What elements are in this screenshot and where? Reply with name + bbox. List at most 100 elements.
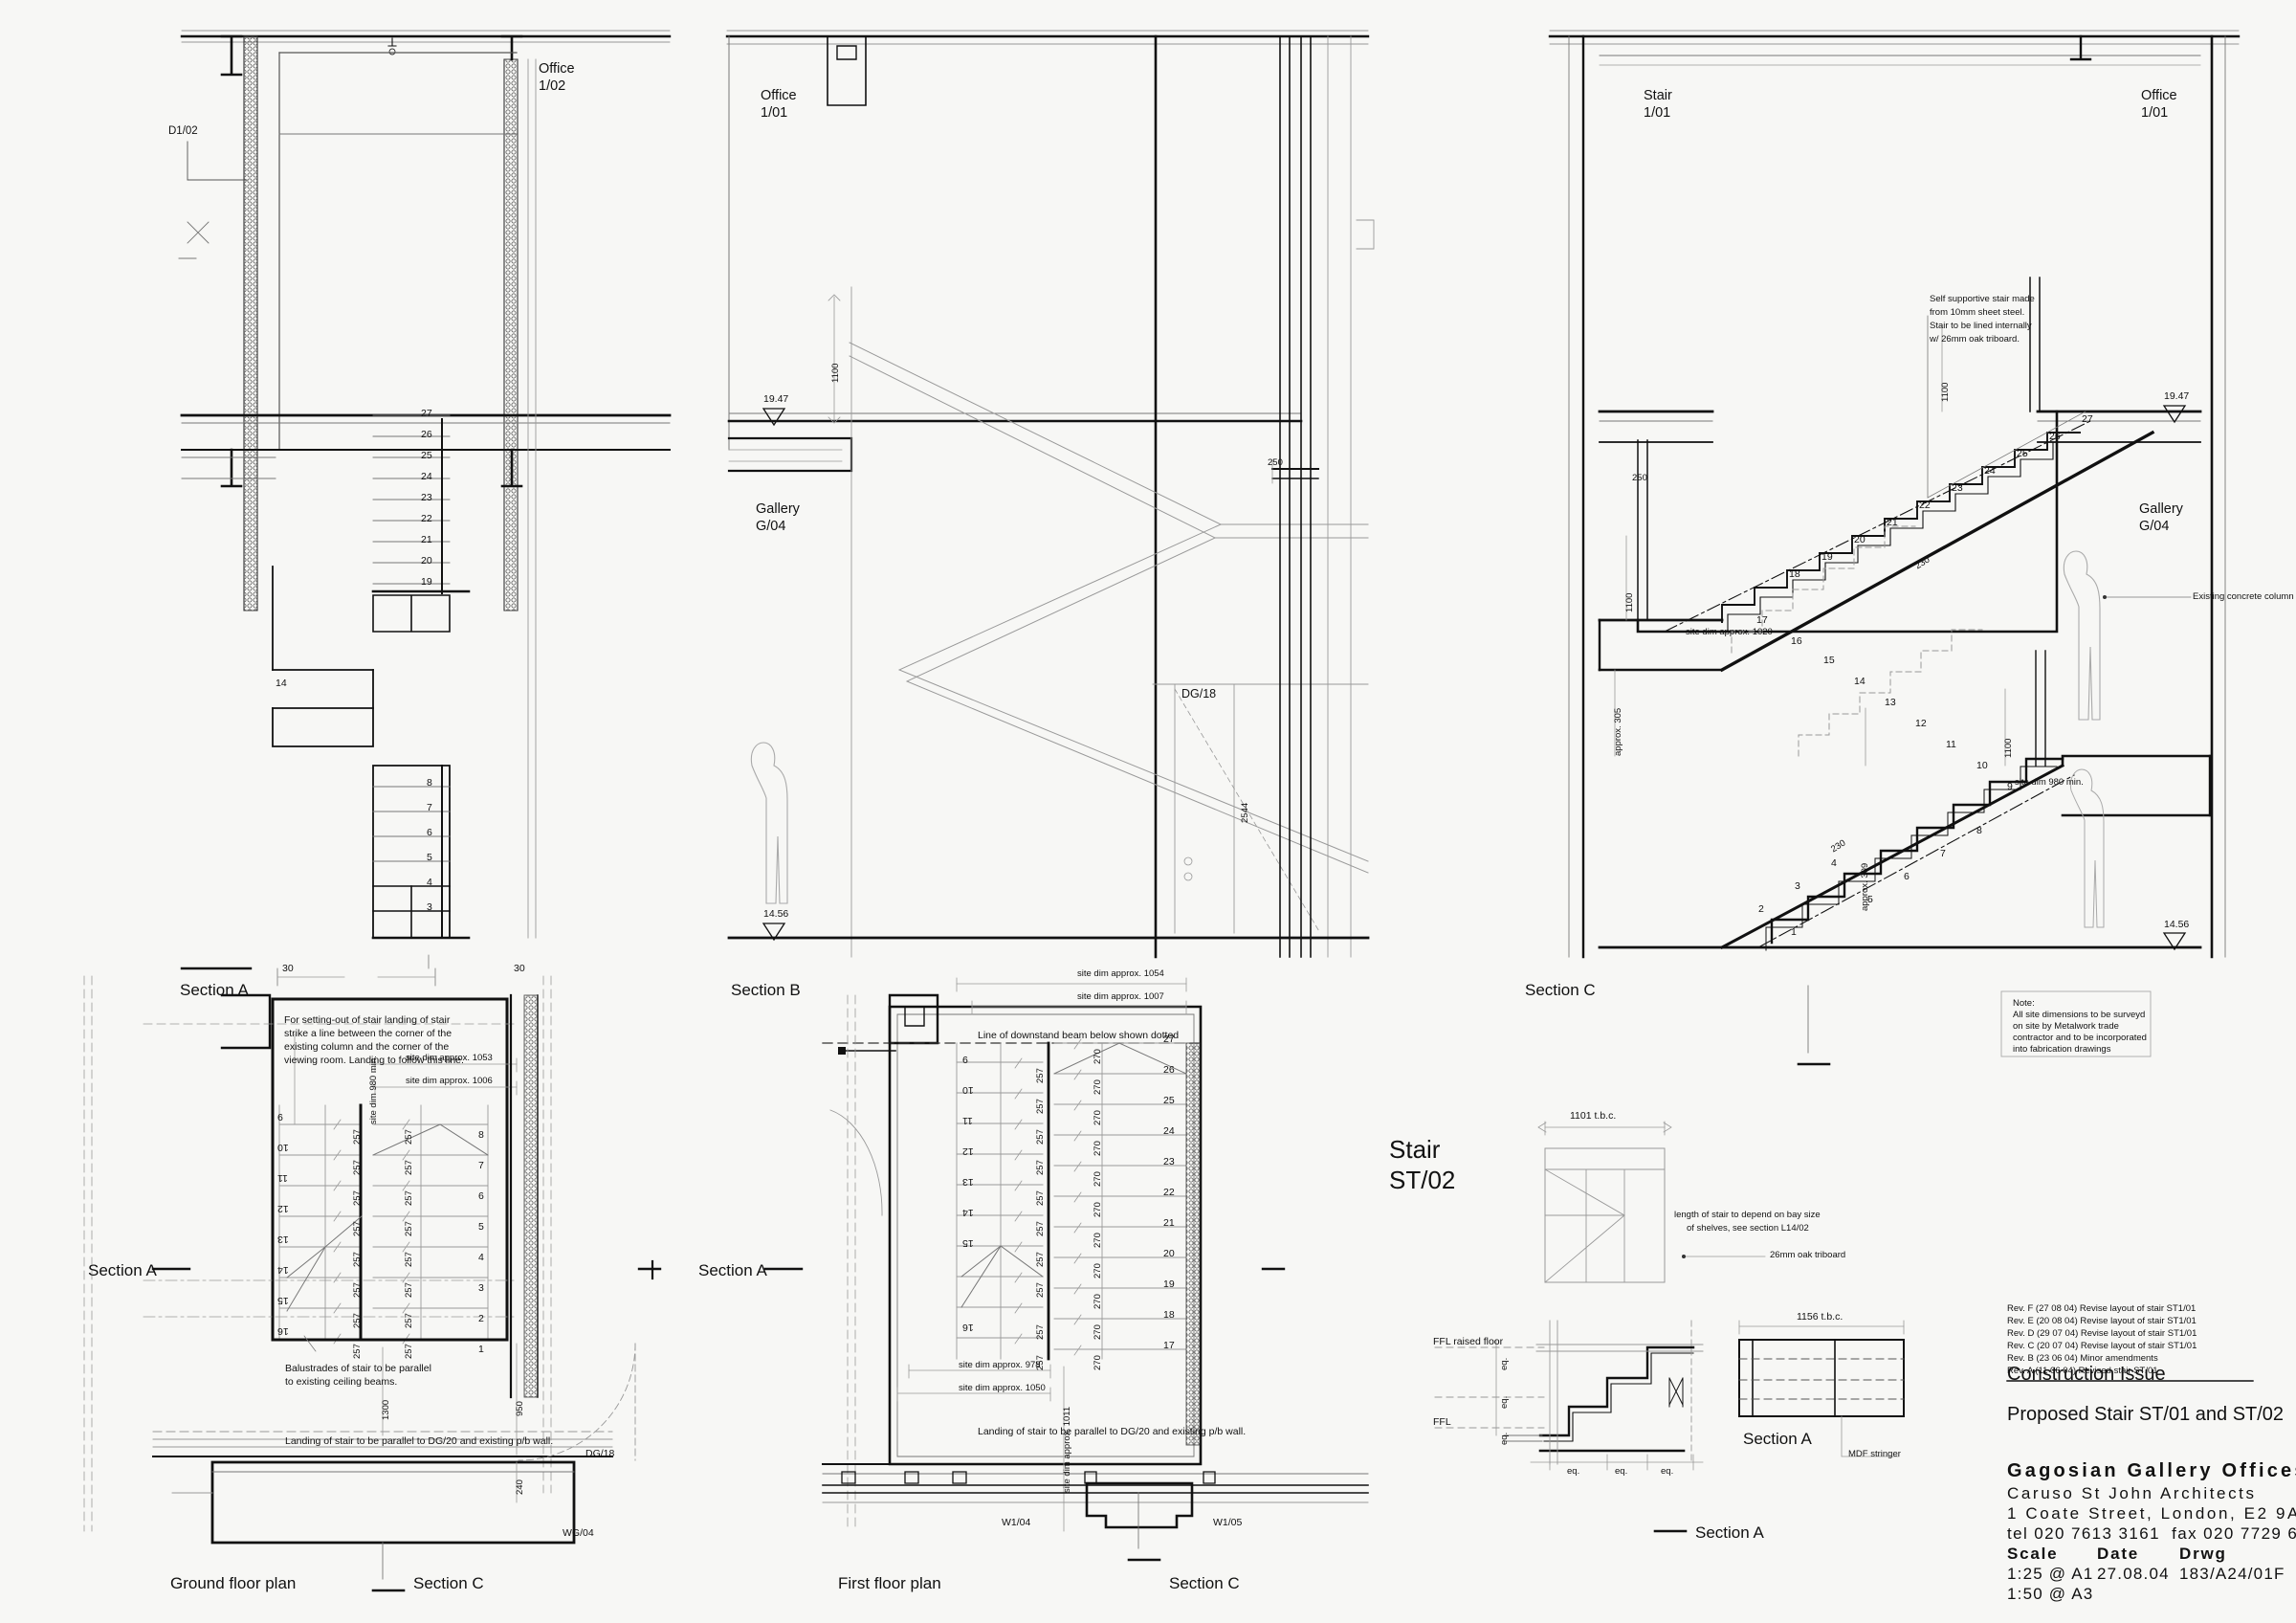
dim-tread-270: 270 (1093, 1233, 1103, 1248)
dim-1100-c-mid: 1100 (1624, 592, 1635, 612)
tread-number: 18 (1163, 1309, 1175, 1321)
dim-tread-257: 257 (1035, 1221, 1046, 1236)
tread-number: 13 (962, 1175, 974, 1188)
riser-number: 7 (427, 802, 432, 813)
dim-eq-vertical: eq. (1499, 1432, 1510, 1445)
dim-site-978-ff: site dim approx. 978 (959, 1360, 1041, 1370)
dim-eq-vertical: eq. (1499, 1357, 1510, 1370)
note-setting-out-line3: existing column and the corner of the (284, 1041, 450, 1053)
tread-number: 10 (277, 1141, 289, 1153)
dim-tread-257: 257 (352, 1344, 363, 1359)
dim-tread-257: 257 (1035, 1282, 1046, 1298)
project-name: Gagosian Gallery Offices (2007, 1460, 2296, 1481)
riser-number: 27 (421, 408, 432, 419)
tread-number: 20 (1163, 1248, 1175, 1259)
label-ground-floor-plan: Ground floor plan (170, 1574, 297, 1592)
note-stair-construction-line3: Stair to be lined internally (1930, 321, 2032, 331)
riser-number: 2 (1758, 903, 1764, 915)
revision-item: Rev. D (29 07 04) Revise layout of stair… (2007, 1328, 2197, 1339)
practice-name: Caruso St John Architects (2007, 1484, 2257, 1502)
riser-number: 19 (421, 576, 432, 588)
dim-tread-257: 257 (1035, 1068, 1046, 1083)
room-label-office-1-01-b-line1: Office (761, 88, 797, 103)
dim-tread-270: 270 (1093, 1294, 1103, 1309)
tread-number: 12 (962, 1145, 974, 1157)
dim-1100-c-upper: 1100 (1940, 382, 1951, 402)
drwg-value: 183/A24/01F (2179, 1565, 2285, 1583)
dim-tread-257: 257 (404, 1190, 414, 1206)
riser-number: 4 (427, 877, 432, 888)
dim-1300-gf: 1300 (381, 1399, 391, 1420)
general-note-line3: on site by Metalwork trade (2013, 1021, 2119, 1032)
dim-tread-257: 257 (404, 1129, 414, 1145)
riser-number: 25 (421, 450, 432, 461)
room-label-office-1-01-c-line2: 1/01 (2141, 105, 2169, 121)
dim-offset-30-left: 30 (282, 963, 294, 974)
room-label-gallery-g-04-b-line2: G/04 (756, 519, 786, 534)
note-stair-construction-line4: w/ 26mm oak triboard. (1930, 334, 2020, 345)
tread-number: 12 (277, 1202, 289, 1214)
tread-number: 5 (478, 1221, 484, 1233)
room-label-office-1-01-b-line2: 1/01 (761, 105, 788, 121)
tread-number: 7 (478, 1160, 484, 1171)
riser-number: 17 (1756, 614, 1768, 626)
door-ref-d1-02: D1/02 (168, 125, 198, 137)
label-section-a-top: Section A (180, 981, 249, 999)
tread-number: 10 (962, 1083, 974, 1096)
practice-contact: tel 020 7613 3161 fax 020 7729 6188 (2007, 1524, 2296, 1543)
dim-tread-270: 270 (1093, 1355, 1103, 1370)
dim-eq-horizontal: eq. (1615, 1466, 1628, 1477)
dim-site-1054-ff: site dim approx. 1054 (1077, 968, 1164, 979)
riser-number: 1 (1791, 926, 1797, 938)
note-setting-out-line2: strike a line between the corner of the (284, 1028, 453, 1039)
room-label-gallery-g-04-c-line1: Gallery (2139, 501, 2183, 517)
note-setting-out-line1: For setting-out of stair landing of stai… (284, 1014, 451, 1026)
tread-number: 27 (1163, 1034, 1175, 1045)
riser-number: 6 (1904, 871, 1910, 882)
general-note-line4: contractor and to be incorporated (2013, 1033, 2147, 1043)
riser-number: 26 (421, 429, 432, 440)
riser-number: 25 (2017, 448, 2028, 459)
dim-tread-257: 257 (404, 1282, 414, 1298)
room-label-gallery-g-04-b-line1: Gallery (756, 501, 800, 517)
riser-number: 10 (1976, 760, 1988, 771)
dim-tread-270: 270 (1093, 1141, 1103, 1156)
view-first-floor-plan (763, 977, 1369, 1562)
view-details (1434, 1121, 1905, 1533)
view-section-c (1548, 30, 2241, 1066)
tread-number: 17 (1163, 1340, 1175, 1351)
dim-tread-257: 257 (1035, 1099, 1046, 1114)
dim-tread-270: 270 (1093, 1110, 1103, 1125)
glazing-ref-dg-18-plan: DG/18 (585, 1448, 615, 1459)
dim-tread-270: 270 (1093, 1263, 1103, 1278)
revision-item: Rev. F (27 08 04) Revise layout of stair… (2007, 1303, 2197, 1314)
view-section-a-top (178, 30, 672, 970)
tread-number: 14 (962, 1206, 974, 1218)
marker-section-a-gf-left: Section A (88, 1261, 157, 1279)
note-oak-triboard: 26mm oak triboard (1770, 1250, 1846, 1260)
riser-number: 18 (1789, 568, 1800, 580)
dim-tread-270: 270 (1093, 1171, 1103, 1187)
riser-number: 9 (2007, 781, 2013, 792)
dim-site-1053-gf: site dim approx. 1053 (406, 1053, 493, 1063)
riser-number: 19 (1821, 551, 1833, 563)
note-stair-construction-line2: from 10mm sheet steel. (1930, 307, 2025, 318)
riser-number: 3 (427, 901, 432, 913)
revision-item: Rev. E (20 08 04) Revise layout of stair… (2007, 1316, 2197, 1326)
riser-number: 14 (1854, 676, 1866, 687)
tread-number: 13 (277, 1233, 289, 1245)
dim-tread-257: 257 (1035, 1190, 1046, 1206)
riser-number: 22 (421, 513, 432, 524)
dim-tread-270: 270 (1093, 1202, 1103, 1217)
riser-number: 13 (1885, 697, 1896, 708)
level-marker-19-47-c: 19.47 (2164, 390, 2190, 402)
dim-site-1050-ff: site dim approx. 1050 (959, 1383, 1046, 1393)
dim-tread-270: 270 (1093, 1324, 1103, 1340)
tread-number: 9 (277, 1110, 283, 1123)
dim-tread-257: 257 (352, 1313, 363, 1328)
issue-status: Construction Issue (2007, 1364, 2166, 1385)
dim-site-980-min-gf: site dim 980 min. (368, 1056, 379, 1124)
label-stair-st02-line1: Stair (1389, 1135, 1441, 1164)
note-landing-gf: Landing of stair to be parallel to DG/20… (285, 1435, 554, 1447)
